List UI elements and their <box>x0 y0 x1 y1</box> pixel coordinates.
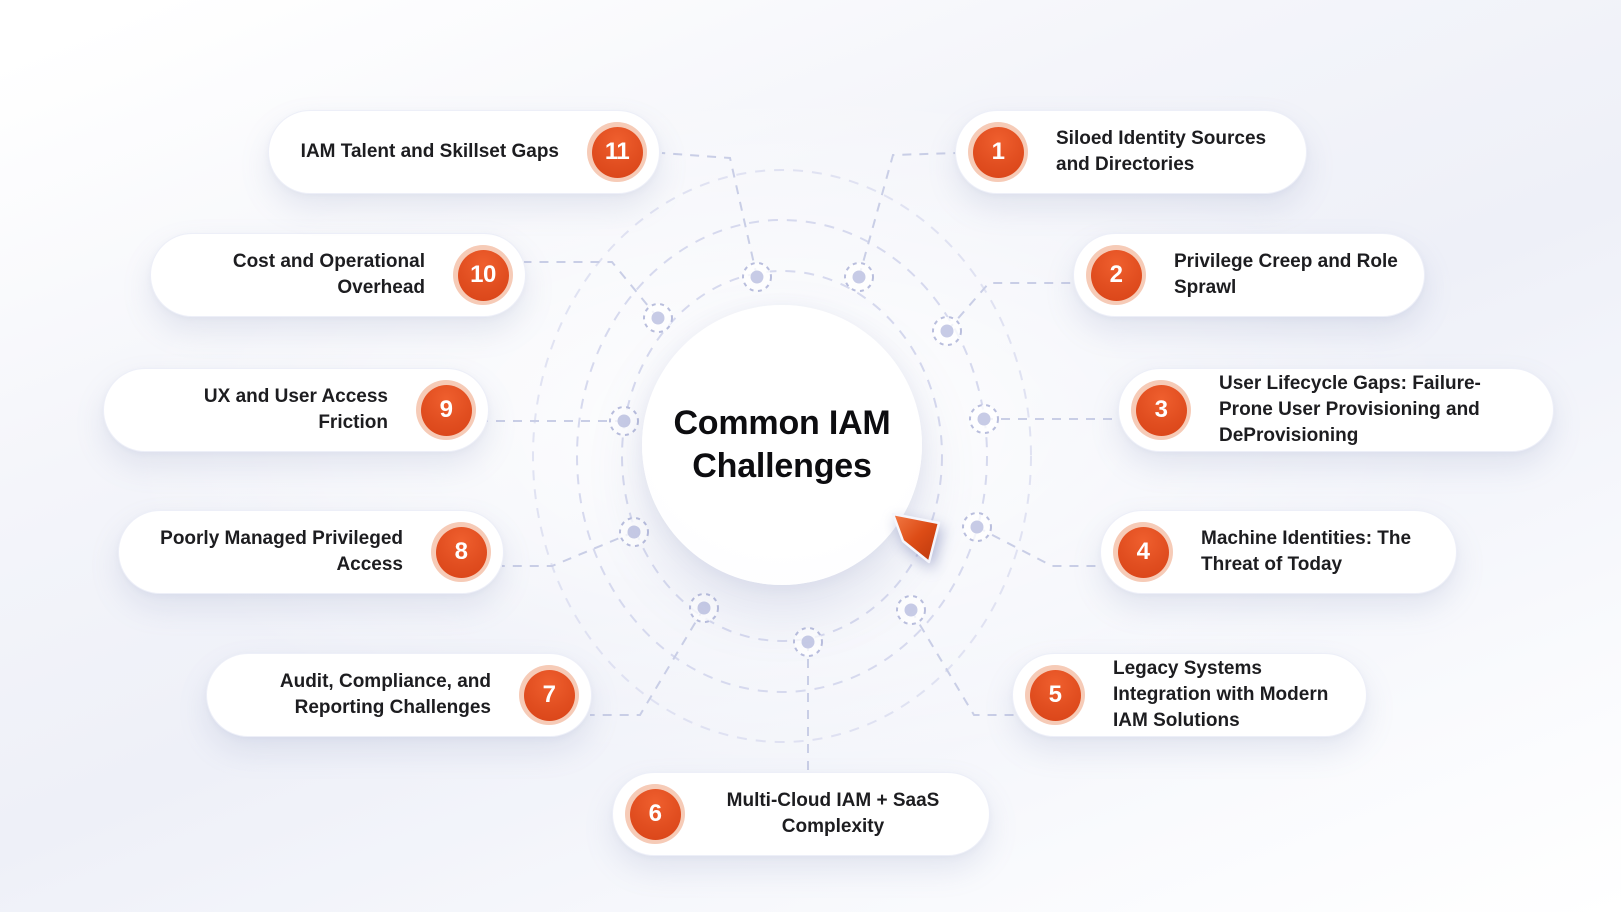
challenge-number-badge: 8 <box>431 522 491 582</box>
title-line-2: Challenges <box>692 447 872 485</box>
challenge-label: Siloed Identity Sources and Directories <box>1056 128 1267 175</box>
network-node <box>609 406 639 436</box>
connector-line <box>858 152 959 278</box>
challenge-card-11: 11 IAM Talent and Skillset Gaps <box>268 110 660 194</box>
challenge-number-badge: 11 <box>587 122 647 182</box>
connector-line <box>910 609 1014 716</box>
network-ring-middle <box>576 219 988 693</box>
network-node <box>844 262 874 292</box>
network-ring-outer <box>532 169 1032 743</box>
challenge-number: 3 <box>1135 384 1187 436</box>
challenge-number: 5 <box>1029 669 1081 721</box>
connector-line <box>502 531 635 567</box>
challenge-label: Privilege Creep and Role Sprawl <box>1174 251 1398 298</box>
challenge-number: 6 <box>629 788 681 840</box>
challenge-card-9: 9 UX and User Access Friction <box>103 368 489 452</box>
challenge-number-badge: 10 <box>453 245 513 305</box>
network-node <box>969 404 999 434</box>
challenge-number-badge: 5 <box>1025 665 1085 725</box>
network-node <box>643 303 673 333</box>
network-node <box>793 627 823 657</box>
challenge-number-badge: 9 <box>416 380 476 440</box>
network-node <box>896 595 926 625</box>
challenge-label: Legacy Systems Integration with Modern I… <box>1113 658 1329 731</box>
challenge-label: Cost and Operational Overhead <box>232 251 425 298</box>
challenge-card-6: 6 Multi-Cloud IAM + SaaS Complexity <box>612 772 990 856</box>
challenge-number: 4 <box>1117 526 1169 578</box>
challenge-card-1: 1 Siloed Identity Sources and Directorie… <box>955 110 1307 194</box>
network-node <box>932 316 962 346</box>
challenge-number: 11 <box>591 126 643 178</box>
challenge-number-badge: 3 <box>1131 380 1191 440</box>
challenge-label: IAM Talent and Skillset Gaps <box>300 141 559 162</box>
network-node <box>962 512 992 542</box>
challenge-card-5: 5 Legacy Systems Integration with Modern… <box>1012 653 1367 737</box>
challenge-number-badge: 2 <box>1086 245 1146 305</box>
network-node <box>742 262 772 292</box>
challenge-label: Machine Identities: The Threat of Today <box>1201 528 1412 575</box>
connector-line <box>524 261 659 319</box>
network-ring-inner <box>621 270 943 642</box>
challenge-card-4: 4 Machine Identities: The Threat of Toda… <box>1100 510 1457 594</box>
network-node <box>619 517 649 547</box>
challenge-card-3: 3 User Lifecycle Gaps: Failure-Prone Use… <box>1118 368 1554 452</box>
challenge-number: 7 <box>523 669 575 721</box>
challenge-number: 1 <box>972 126 1024 178</box>
connector-line <box>946 282 1076 332</box>
connector-line <box>661 152 758 278</box>
network-nodes <box>609 262 999 657</box>
challenge-card-10: 10 Cost and Operational Overhead <box>150 233 526 317</box>
challenge-label: UX and User Access Friction <box>203 386 388 433</box>
challenge-number: 10 <box>457 249 509 301</box>
challenge-label: Audit, Compliance, and Reporting Challen… <box>279 671 491 718</box>
title-line-1: Common IAM <box>673 404 891 442</box>
page-title: Common IAM Challenges <box>673 402 890 488</box>
challenge-number: 9 <box>420 384 472 436</box>
challenge-number-badge: 7 <box>519 665 579 725</box>
challenge-label: Poorly Managed Privileged Access <box>160 528 403 575</box>
challenge-number: 8 <box>435 526 487 578</box>
challenge-label: Multi-Cloud IAM + SaaS Complexity <box>726 790 940 837</box>
network-node <box>689 593 719 623</box>
center-circle: Common IAM Challenges <box>642 305 922 585</box>
challenge-number-badge: 1 <box>968 122 1028 182</box>
challenge-number-badge: 6 <box>625 784 685 844</box>
challenge-number: 2 <box>1090 249 1142 301</box>
challenge-label: User Lifecycle Gaps: Failure-Prone User … <box>1219 373 1481 446</box>
connector-line <box>590 607 705 716</box>
challenge-card-7: 7 Audit, Compliance, and Reporting Chall… <box>206 653 592 737</box>
challenge-number-badge: 4 <box>1113 522 1173 582</box>
challenge-card-8: 8 Poorly Managed Privileged Access <box>118 510 504 594</box>
connector-line <box>976 526 1102 567</box>
challenge-card-2: 2 Privilege Creep and Role Sprawl <box>1073 233 1425 317</box>
